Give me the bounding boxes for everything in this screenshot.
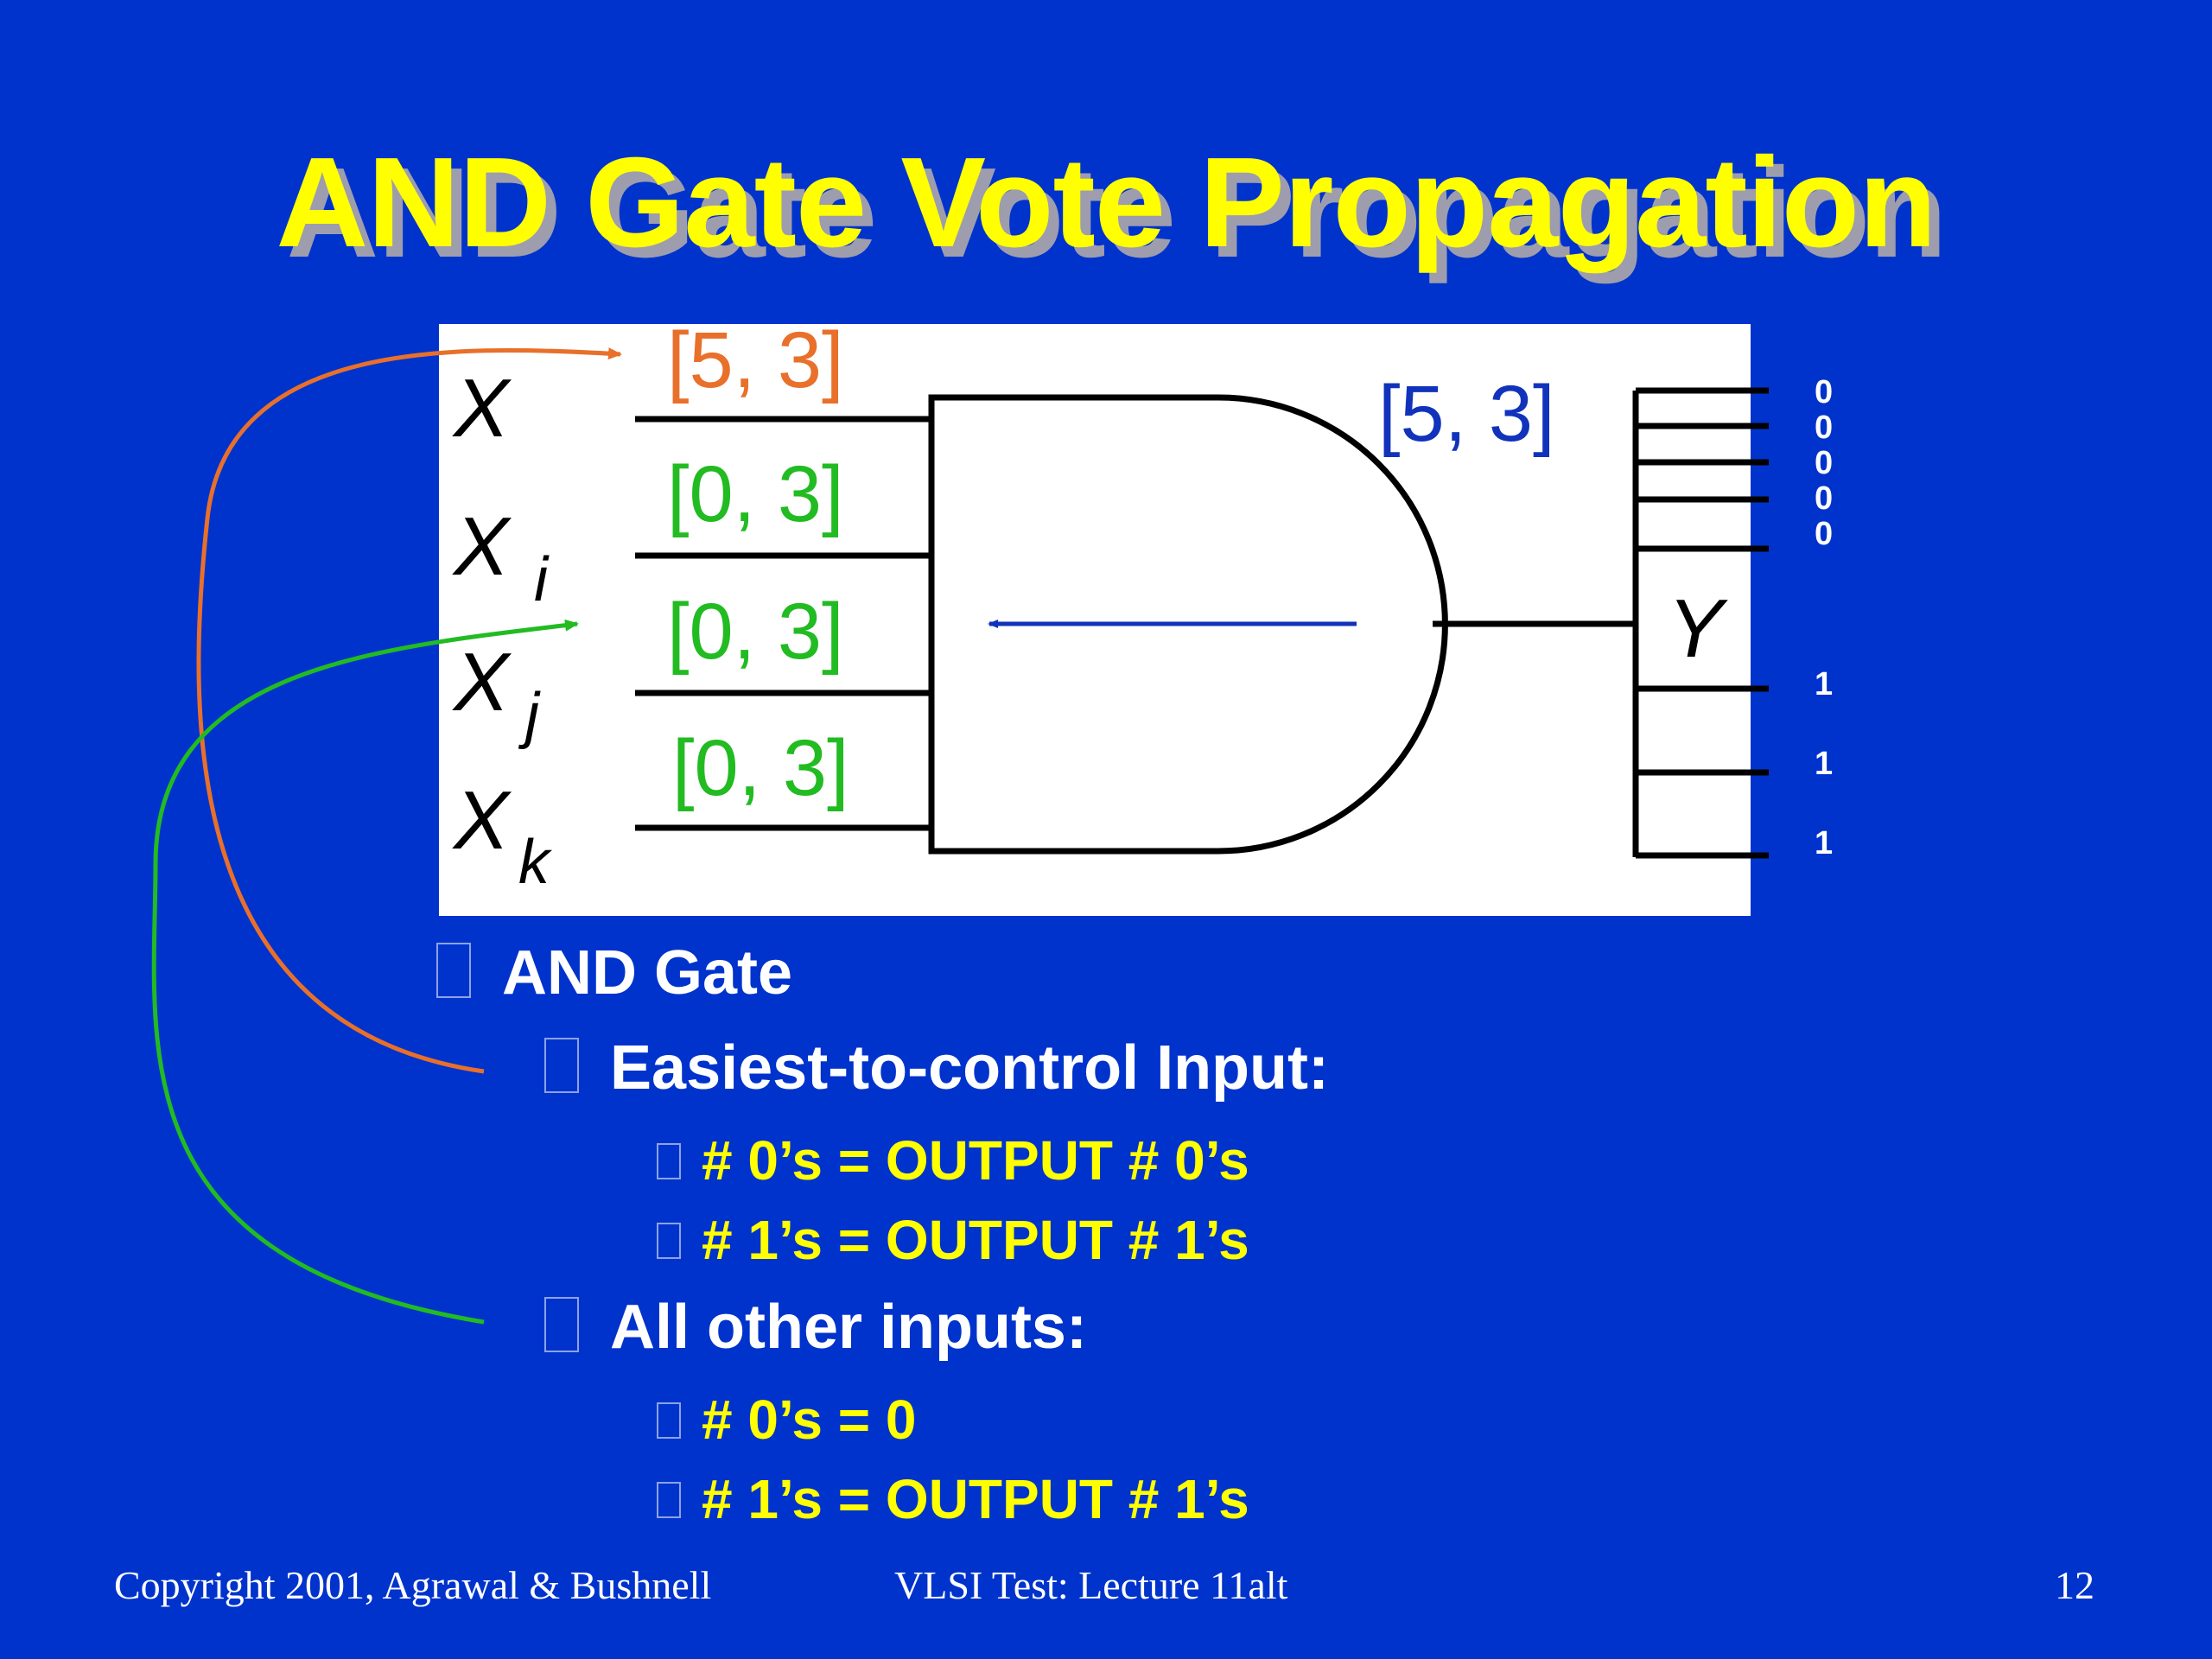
vote-label-x: [5, 3]	[667, 316, 844, 404]
input-label-xj: X	[452, 636, 512, 728]
input-label-xi-sub: i	[534, 545, 550, 614]
bullet-marker	[657, 1402, 681, 1440]
output-bit: 0	[1815, 445, 1833, 481]
input-label-xj-sub: j	[518, 681, 541, 750]
bullet-marker	[657, 1143, 681, 1180]
footer-copyright: Copyright 2001, Agrawal & Bushnell	[114, 1563, 712, 1607]
output-bit: 1	[1815, 825, 1833, 861]
bullet-marker	[436, 942, 471, 998]
vote-label-xi: [0, 3]	[667, 450, 844, 538]
other-inputs-pointer-arrow	[151, 619, 579, 1325]
bullet-other-zeros: # 0’s = 0	[657, 1388, 917, 1452]
bullet-other-inputs: All other inputs:	[544, 1292, 1087, 1363]
output-bit: 1	[1815, 746, 1833, 782]
output-bit: 1	[1815, 666, 1833, 702]
footer-page-number: 12	[2055, 1563, 2094, 1607]
bullet-easiest-zeros: # 0’s = OUTPUT # 0’s	[657, 1128, 1249, 1192]
input-label-xk-sub: k	[518, 828, 553, 897]
input-label-xk: X	[452, 774, 512, 867]
output-bit: 0	[1815, 516, 1833, 552]
bullet-text: All other inputs:	[610, 1293, 1087, 1362]
bullet-text: # 0’s = OUTPUT # 0’s	[702, 1129, 1249, 1192]
bullet-marker	[544, 1296, 579, 1352]
easiest-input-pointer-arrow	[196, 347, 622, 1074]
output-bit: 0	[1815, 410, 1833, 446]
bullet-text: # 0’s = 0	[702, 1389, 917, 1451]
vote-label-xj: [0, 3]	[667, 588, 844, 676]
slide-title: AND Gate Vote Propagation	[276, 131, 1936, 274]
bullet-other-ones: # 1’s = OUTPUT # 1’s	[657, 1467, 1249, 1531]
output-bit: 0	[1815, 374, 1833, 410]
bullet-easiest-ones: # 1’s = OUTPUT # 1’s	[657, 1208, 1249, 1272]
vote-label-output: [5, 3]	[1378, 370, 1555, 458]
input-label-x: X	[452, 362, 512, 454]
vote-label-xk: [0, 3]	[672, 724, 849, 812]
bullet-easiest-input: Easiest-to-control Input:	[544, 1033, 1329, 1103]
bullet-marker	[544, 1037, 579, 1093]
bullet-marker	[657, 1482, 681, 1519]
bullet-and-gate: AND Gate	[436, 938, 792, 1008]
bullet-text: # 1’s = OUTPUT # 1’s	[702, 1468, 1249, 1530]
bullet-text: Easiest-to-control Input:	[610, 1033, 1329, 1103]
input-label-xi: X	[452, 500, 512, 593]
bullet-text: AND Gate	[502, 938, 793, 1007]
output-label-y: Y	[1668, 582, 1728, 675]
bullet-marker	[657, 1223, 681, 1260]
footer-lecture: VLSI Test: Lecture 11alt	[894, 1563, 1288, 1607]
bullet-text: # 1’s = OUTPUT # 1’s	[702, 1209, 1249, 1271]
output-bit: 0	[1815, 480, 1833, 517]
